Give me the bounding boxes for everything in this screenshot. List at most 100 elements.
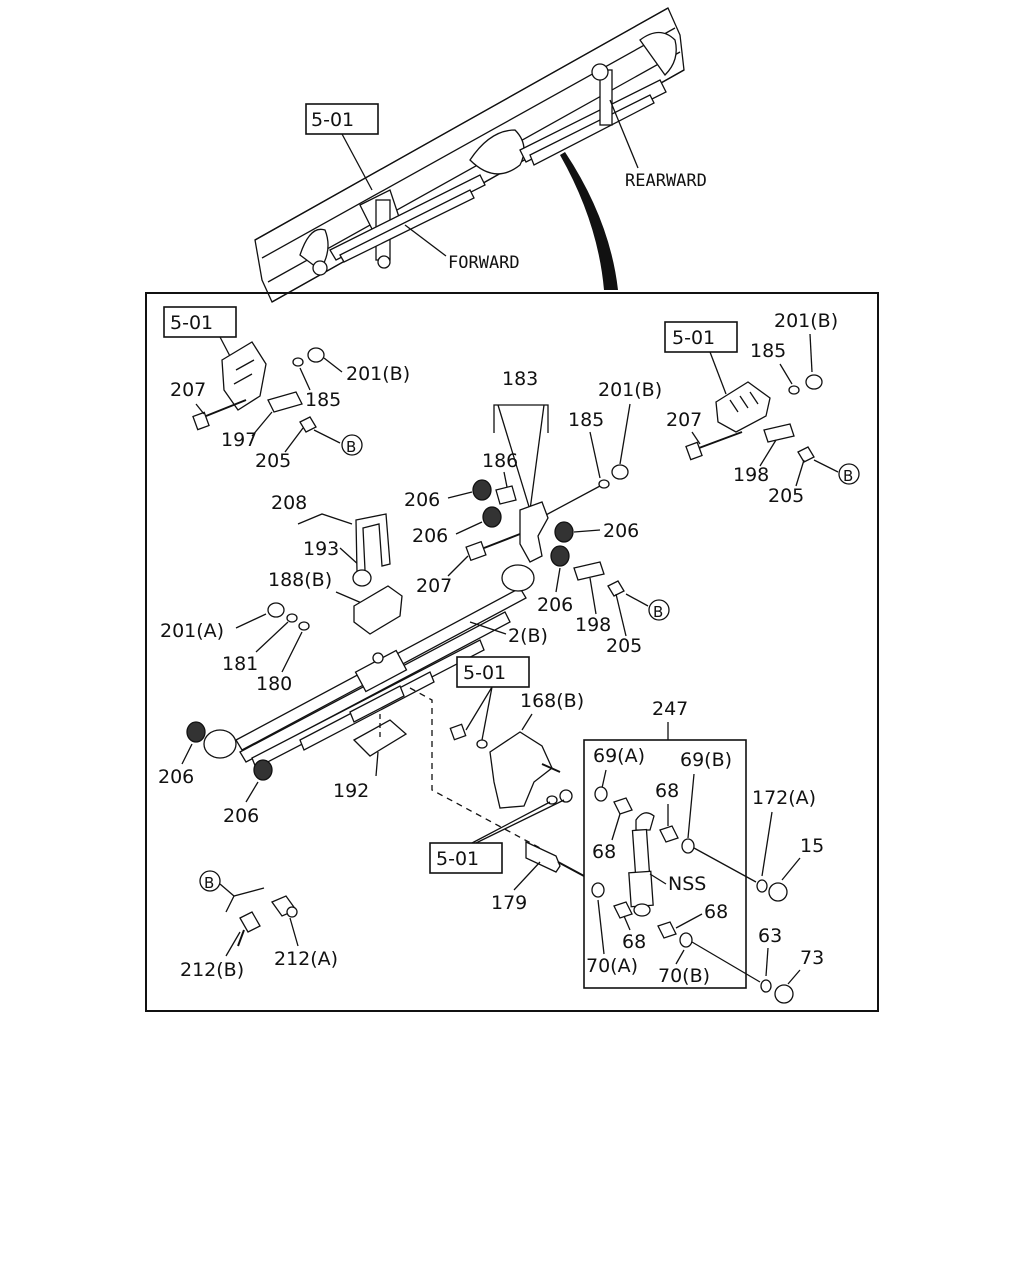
label-198-1: 198 (575, 614, 611, 636)
bushing-68-2 (659, 825, 679, 843)
label-206-4: 206 (537, 594, 573, 616)
bolt-207-3 (685, 441, 703, 461)
label-2b: 2(B) (508, 625, 548, 647)
pin-198-1 (573, 561, 605, 581)
label-nss: NSS (668, 873, 706, 895)
bushing-206-5 (186, 721, 206, 743)
washer-69a (594, 786, 608, 802)
b-label-2: B (843, 467, 853, 485)
nut-193 (352, 569, 372, 587)
nut-201b-1 (307, 347, 325, 363)
label-208: 208 (271, 492, 307, 514)
label-198-2: 198 (733, 464, 769, 486)
label-207-1: 207 (170, 379, 206, 401)
label-69b: 69(B) (680, 749, 732, 771)
label-206-2: 206 (412, 525, 448, 547)
b-marker-1 (341, 434, 363, 456)
bushing-206-1 (472, 479, 492, 501)
ref-box-a (163, 306, 237, 338)
rearward-label: REARWARD (625, 171, 707, 191)
nut-179-set (559, 789, 573, 803)
label-68-3: 68 (622, 931, 646, 953)
shock-absorber-nss (628, 812, 655, 917)
label-201a: 201(A) (160, 620, 224, 642)
nut-201b-3 (805, 374, 823, 390)
label-188b: 188(B) (268, 569, 332, 591)
zoom-callout-arrow (560, 152, 618, 290)
label-201b-3: 201(B) (774, 310, 838, 332)
bushing-206-4 (550, 545, 570, 567)
label-201b-2: 201(B) (598, 379, 662, 401)
rear-hanger-bracket (715, 381, 771, 433)
label-185-3: 185 (750, 340, 786, 362)
label-207-2: 207 (416, 575, 452, 597)
label-247: 247 (652, 698, 688, 720)
b-label-4: B (204, 874, 214, 892)
label-205-1: 205 (255, 450, 291, 472)
spring-pad-192 (352, 719, 408, 757)
label-206-6: 206 (223, 805, 259, 827)
bolt-207-1 (192, 411, 210, 431)
label-205-2: 205 (606, 635, 642, 657)
washer-69b (681, 838, 695, 854)
label-206-1: 206 (404, 489, 440, 511)
nut-73 (774, 984, 794, 1004)
nut-201a (267, 602, 285, 618)
ref-box-c (456, 656, 530, 688)
detail-frame (145, 292, 879, 1012)
label-70b: 70(B) (658, 965, 710, 987)
ref-label-b: 5-01 (672, 327, 715, 349)
label-70a: 70(A) (586, 955, 638, 977)
washer-63 (760, 979, 772, 993)
label-181: 181 (222, 653, 258, 675)
leaf-spring-2b (203, 564, 535, 769)
label-201b-1: 201(B) (346, 363, 410, 385)
label-206-5: 206 (158, 766, 194, 788)
bushing-206-6 (253, 759, 273, 781)
shock-kit-box-247 (583, 739, 747, 989)
ref-box-d (429, 842, 503, 874)
shock-bracket-168b (489, 731, 553, 809)
washer-185-1 (292, 357, 304, 367)
b-label-3: B (653, 603, 663, 621)
label-197: 197 (221, 429, 257, 451)
label-193: 193 (303, 538, 339, 560)
grease-nipple-205-3 (797, 446, 815, 463)
label-63: 63 (758, 925, 782, 947)
washer-70b (679, 932, 693, 948)
label-68-4: 68 (704, 901, 728, 923)
label-172a: 172(A) (752, 787, 816, 809)
bushing-68-1 (613, 797, 633, 815)
bushing-68-4 (657, 921, 677, 939)
nut-201b-2 (611, 464, 629, 480)
washer-185-2 (598, 479, 610, 489)
label-207-3: 207 (666, 409, 702, 431)
shackle-plate (519, 501, 549, 563)
b-label-1: B (346, 438, 356, 456)
stud-179 (525, 840, 561, 873)
bushing-68-3 (613, 901, 633, 919)
label-185-2: 185 (568, 409, 604, 431)
ref-label-top: 5-01 (311, 109, 354, 131)
ref-label-c: 5-01 (463, 662, 506, 684)
label-69a: 69(A) (593, 745, 645, 767)
ref-label-d: 5-01 (436, 848, 479, 870)
bolt-168b-set (449, 723, 467, 741)
forward-label: FORWARD (448, 253, 520, 273)
label-212b: 212(B) (180, 959, 244, 981)
label-186: 186 (482, 450, 518, 472)
b-marker-4 (199, 870, 221, 892)
label-212a: 212(A) (274, 948, 338, 970)
washer-172a (756, 879, 768, 893)
grease-nipple-205-1 (299, 416, 317, 433)
ref-box-b (664, 321, 738, 353)
label-73: 73 (800, 947, 824, 969)
pin-198-2 (763, 423, 795, 443)
washer-168b (476, 739, 488, 749)
label-168b: 168(B) (520, 690, 584, 712)
label-185-1: 185 (305, 389, 341, 411)
label-179: 179 (491, 892, 527, 914)
washer-181 (286, 613, 298, 623)
nut-15 (768, 882, 788, 902)
